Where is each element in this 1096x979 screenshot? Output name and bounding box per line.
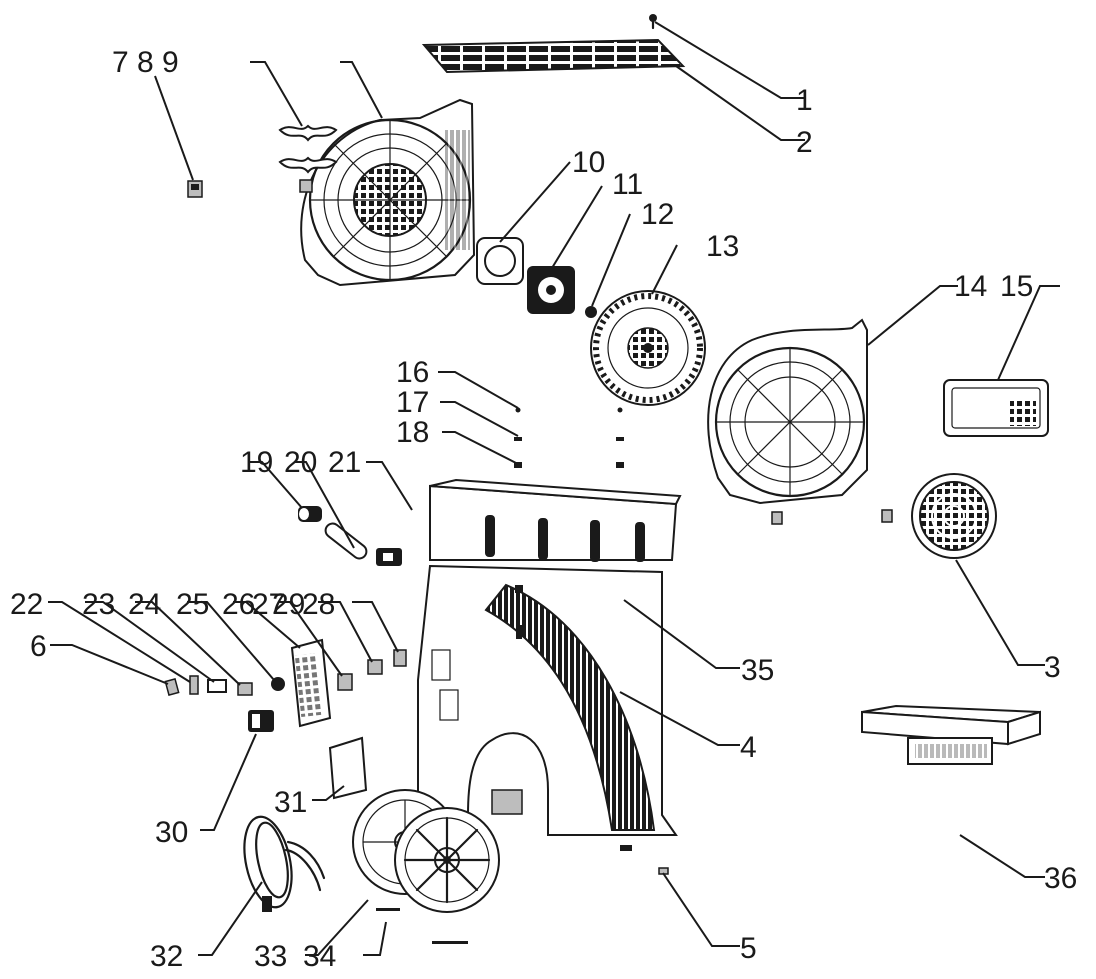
- part-3-filter-grille: [911, 473, 997, 559]
- part-16-18-fasteners: [514, 407, 624, 468]
- callout-2: 2: [796, 126, 813, 159]
- part-36-drain-tray: [861, 704, 1041, 765]
- part-7-8-9-clip: [187, 180, 203, 198]
- callout-21: 21: [328, 446, 361, 479]
- callout-12: 12: [641, 198, 674, 231]
- part-1-screw: [649, 14, 657, 30]
- part-13-blower-wheel: [590, 290, 706, 406]
- callout-30: 30: [155, 816, 188, 849]
- callout-18: 18: [396, 416, 429, 449]
- callout-25: 25: [176, 588, 209, 621]
- callout-36: 36: [1044, 862, 1077, 895]
- part-11-motor: [527, 266, 575, 314]
- callout-31: 31: [274, 786, 307, 819]
- callout-11: 11: [612, 168, 643, 201]
- part-main-body: [417, 478, 682, 836]
- part-32-power-cord: [243, 815, 326, 912]
- callout-27: 27: [252, 588, 285, 621]
- callout-5: 5: [740, 932, 757, 965]
- part-24-switch: [237, 682, 253, 696]
- callout-10: 10: [572, 146, 605, 179]
- part-5-foot: [620, 845, 669, 875]
- part-26-control-board: [290, 638, 332, 728]
- part-15-control-panel: [943, 379, 1049, 437]
- part-25-capacitor: [271, 677, 285, 691]
- callout-1: 1: [796, 84, 813, 117]
- part-housing-gaskets: [278, 124, 338, 193]
- callout-4: 4: [740, 731, 757, 764]
- part-10-gasket: [476, 237, 524, 285]
- callout-24: 24: [128, 588, 161, 621]
- part-12-nut: [585, 306, 597, 318]
- part-31-cover-plate: [328, 736, 368, 800]
- callout-29: 29: [272, 588, 305, 621]
- part-19-bushing: [298, 506, 322, 522]
- callout-17: 17: [396, 386, 429, 419]
- callout-6: 6: [30, 630, 47, 663]
- callout-labels: 1 2 3 4 5 6 7 8 9 10 11 12 13 14 15 16 1…: [10, 46, 1077, 973]
- callout-3: 3: [1044, 651, 1061, 684]
- callout-22: 22: [10, 588, 43, 621]
- part-2-top-grille: [421, 38, 686, 74]
- part-21-block: [376, 548, 402, 566]
- part-22-connector: [189, 675, 199, 695]
- callout-15: 15: [1000, 270, 1033, 303]
- callout-26: 26: [222, 588, 255, 621]
- part-27-29-sensors: [337, 649, 407, 691]
- callout-16: 16: [396, 356, 429, 389]
- callout-7-8-9: 7 8 9: [112, 46, 179, 79]
- part-6-terminal: [164, 678, 180, 696]
- part-30-transformer: [248, 710, 274, 732]
- callout-13: 13: [706, 230, 739, 263]
- callout-20: 20: [284, 446, 317, 479]
- part-14-right-housing: [707, 318, 893, 525]
- part-23-relay: [207, 679, 227, 693]
- callout-32: 32: [150, 940, 183, 973]
- part-20-tube: [324, 522, 368, 560]
- callout-33: 33: [254, 940, 287, 973]
- part-left-fan-housing: [300, 98, 476, 287]
- leader-lines: [48, 21, 1060, 956]
- callout-34: 34: [303, 940, 336, 973]
- callout-28: 28: [302, 588, 335, 621]
- callout-35: 35: [741, 654, 774, 687]
- callout-19: 19: [240, 446, 273, 479]
- part-33-34-wheels: [352, 789, 500, 944]
- callout-14: 14: [954, 270, 987, 303]
- callout-23: 23: [82, 588, 115, 621]
